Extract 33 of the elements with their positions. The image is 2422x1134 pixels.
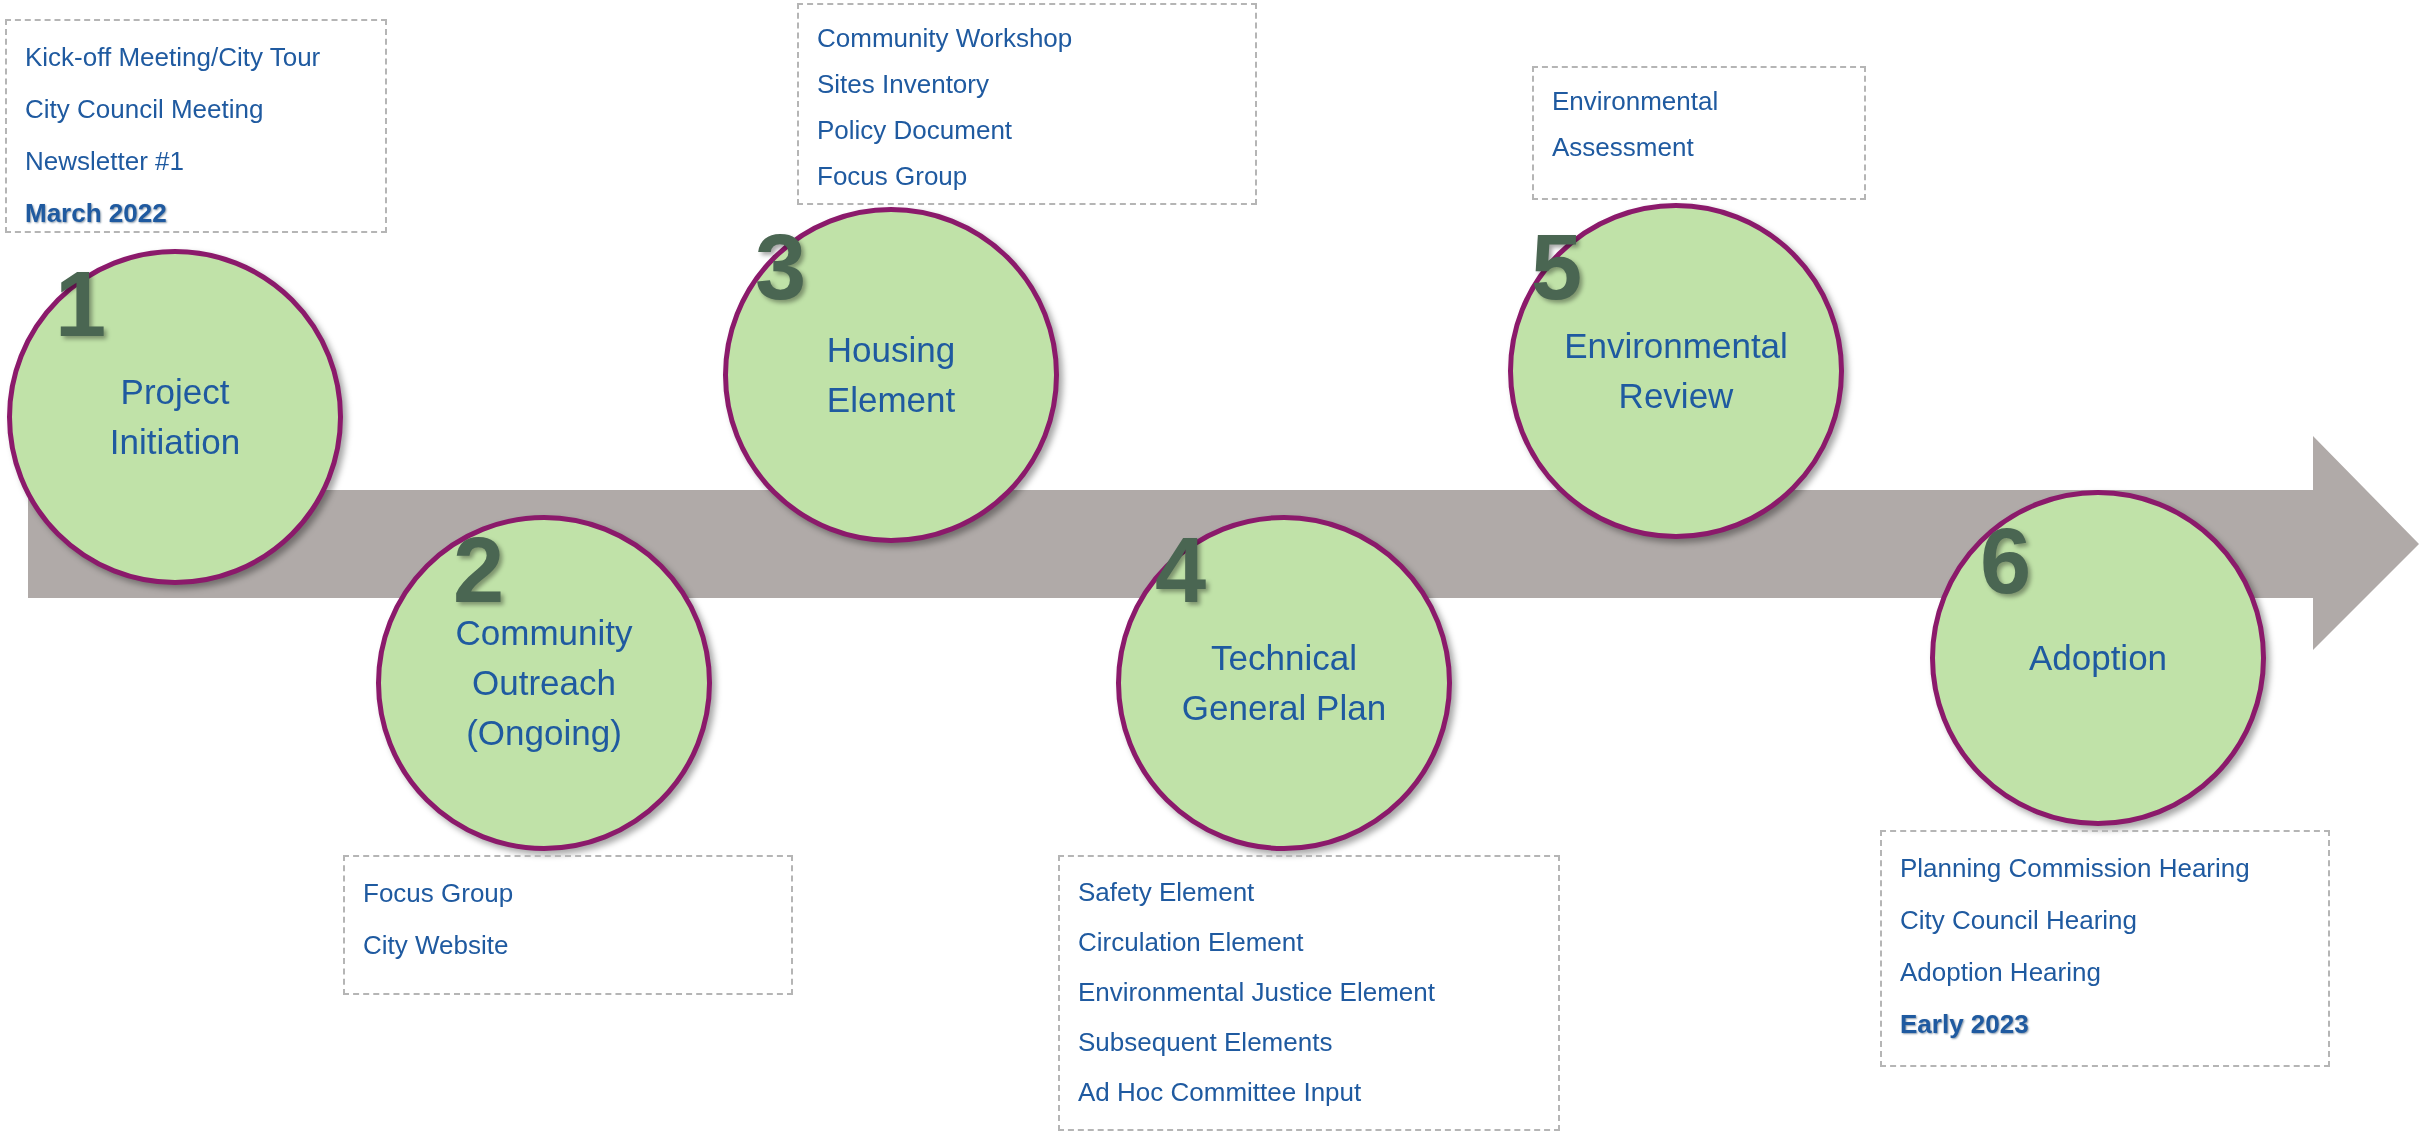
stage-label: Housing Element xyxy=(825,329,957,421)
list-item: Focus Group xyxy=(363,877,514,910)
list-item: Adoption Hearing xyxy=(1900,956,2101,989)
list-item: City Website xyxy=(363,929,509,962)
list-item: Sites Inventory xyxy=(817,68,989,101)
step-number: 1 xyxy=(55,258,107,350)
note-box xyxy=(1880,830,2330,1067)
list-item: Policy Document xyxy=(817,114,1013,147)
list-item: City Council Meeting xyxy=(25,93,264,126)
note-box xyxy=(5,19,387,233)
list-item: Subsequent Elements xyxy=(1078,1026,1333,1059)
list-item: Circulation Element xyxy=(1078,926,1304,959)
list-item: Planning Commission Hearing xyxy=(1900,852,2250,885)
list-item: City Council Hearing xyxy=(1900,904,2137,937)
stage-label: Environmental Review xyxy=(1563,325,1789,417)
list-item: Community Workshop xyxy=(817,22,1073,55)
date-label: Early 2023 xyxy=(1900,1008,2029,1041)
list-item: Environmental Justice Element xyxy=(1078,976,1435,1009)
list-item: Environmental Assessment xyxy=(1552,85,1720,164)
date-label: March 2022 xyxy=(25,197,167,230)
stage-label: Project Initiation xyxy=(108,371,242,463)
list-item: Newsletter #1 xyxy=(25,145,184,178)
list-item: Safety Element xyxy=(1078,876,1255,909)
stage-label: Adoption xyxy=(2027,637,2169,679)
note-box xyxy=(797,3,1257,205)
step-number: 6 xyxy=(1980,515,2032,607)
list-item: Ad Hoc Committee Input xyxy=(1078,1076,1362,1109)
list-item: Focus Group xyxy=(817,160,968,193)
note-box xyxy=(1532,66,1866,200)
list-item: Kick-off Meeting/City Tour xyxy=(25,41,321,74)
stage-label: Technical General Plan xyxy=(1180,637,1388,729)
note-box xyxy=(343,855,793,995)
note-box xyxy=(1058,855,1560,1131)
